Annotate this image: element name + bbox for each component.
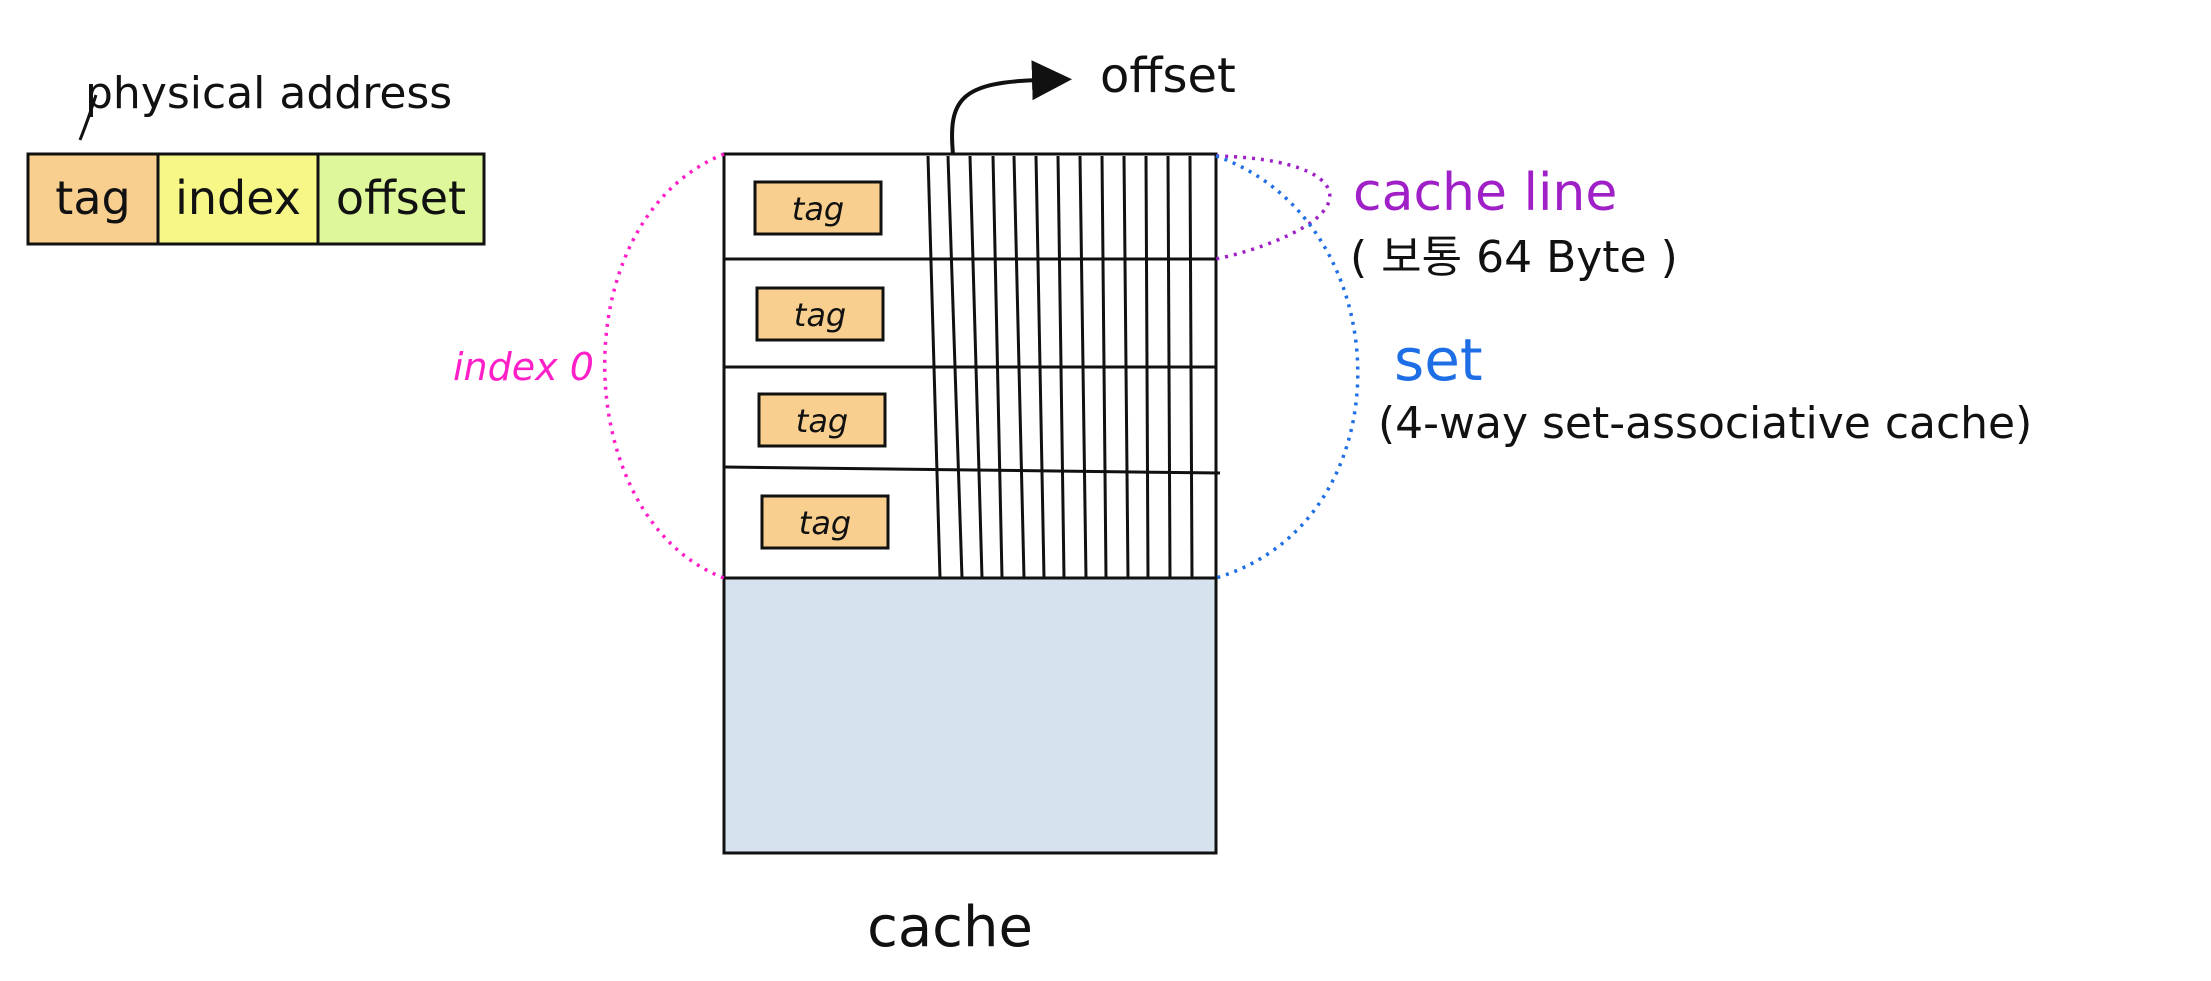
cache-line-label: cache line	[1353, 163, 1617, 223]
cache-block: tag tag tag tag cache	[722, 152, 1221, 960]
offset-label: offset	[1100, 48, 1236, 104]
cache-label: cache	[867, 895, 1033, 960]
cache-line-bracket	[1215, 154, 1332, 261]
cache-line-separator	[723, 465, 1221, 475]
cache-line-tag-3: tag	[799, 504, 851, 542]
physical-address-title: physical address	[85, 68, 452, 119]
cache-line-tag-0: tag	[792, 190, 844, 228]
set-description: (4-way set-associative cache)	[1378, 398, 2032, 449]
address-field-tag: tag	[55, 171, 130, 225]
cache-line-annotation: cache line ( 보통 64 Byte )	[1215, 154, 1678, 283]
offset-arrow	[950, 60, 1072, 155]
physical-address: physical address tag index offset	[26, 68, 486, 246]
index0-annotation: index 0	[453, 152, 725, 580]
offset-annotation: offset	[950, 48, 1236, 155]
cache-line-tag-1: tag	[794, 296, 846, 334]
cache-line-bytes	[926, 155, 1194, 579]
cache-line-tag-box-0	[753, 180, 883, 236]
cache-line-tag-box-3	[760, 494, 890, 550]
set-label: set	[1394, 326, 1483, 394]
cache-line-size: ( 보통 64 Byte )	[1350, 232, 1678, 283]
title-pointer	[78, 94, 98, 141]
address-field-index-box	[156, 152, 320, 246]
address-field-index: index	[175, 171, 301, 225]
set-annotation: set (4-way set-associative cache)	[1215, 154, 2032, 580]
cache-line-tag-box-2	[757, 392, 887, 448]
index0-bracket	[603, 152, 725, 580]
address-field-offset-box	[316, 152, 486, 246]
cache-line-tag-box-1	[755, 286, 885, 342]
address-field-offset: offset	[336, 171, 466, 225]
set-bracket	[1215, 154, 1360, 580]
index0-label: index 0	[453, 345, 594, 389]
cache-body-area	[722, 576, 1218, 855]
cache-line-tag-2: tag	[796, 402, 848, 440]
